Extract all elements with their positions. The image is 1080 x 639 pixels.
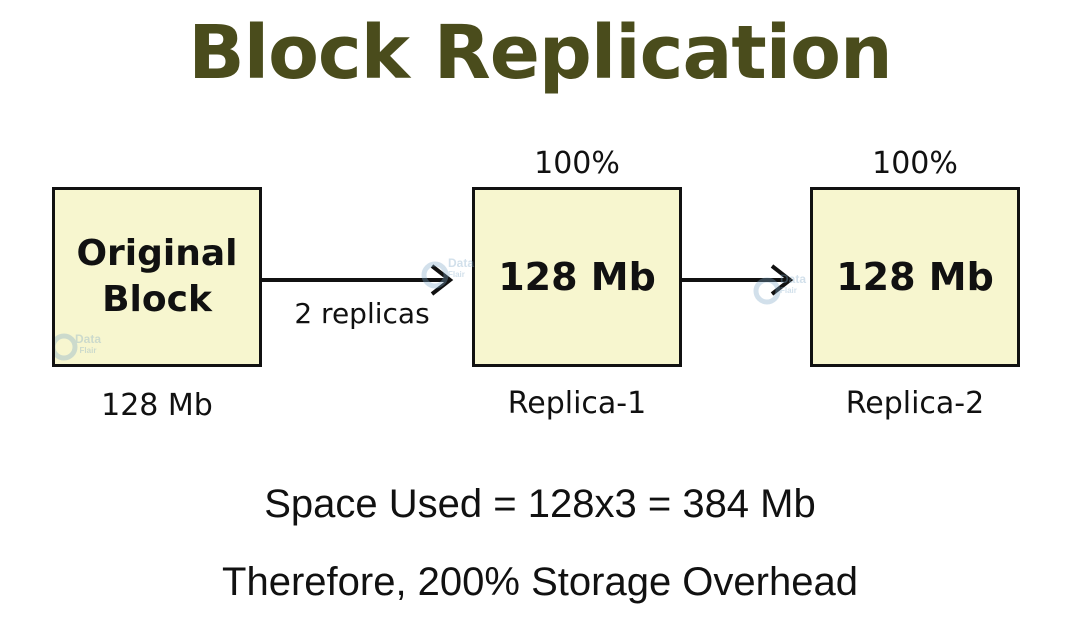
replica-2-box: 128 Mb xyxy=(810,187,1020,367)
watermark-text-1: Data xyxy=(75,332,102,346)
replica-1-percent: 100% xyxy=(534,146,620,181)
replicas-count-label: 2 replicas xyxy=(294,297,430,330)
replica-2-size: 128 Mb xyxy=(836,255,994,299)
original-block-line2: Block xyxy=(102,279,212,320)
replication-arrow-2 xyxy=(682,264,794,296)
replica-1-size: 128 Mb xyxy=(498,255,656,299)
replication-arrow-1 xyxy=(262,264,454,296)
watermark-text-2: Flair xyxy=(79,346,97,355)
space-used-text: Space Used = 128x3 = 384 Mb xyxy=(264,482,816,526)
replica-1-box: 128 Mb xyxy=(472,187,682,367)
storage-overhead-text: Therefore, 200% Storage Overhead xyxy=(222,560,858,604)
original-block-size: 128 Mb xyxy=(101,388,213,423)
dataflair-watermark-icon: Data Flair xyxy=(55,326,129,364)
replica-2-name: Replica-2 xyxy=(845,386,985,421)
original-block-box: Original Block Data Flair xyxy=(52,187,262,367)
original-block-line1: Original xyxy=(76,233,238,274)
diagram-title: Block Replication xyxy=(188,10,892,96)
replica-2-percent: 100% xyxy=(872,146,958,181)
original-block-label: Original Block xyxy=(76,231,237,323)
replica-1-name: Replica-1 xyxy=(507,386,647,421)
